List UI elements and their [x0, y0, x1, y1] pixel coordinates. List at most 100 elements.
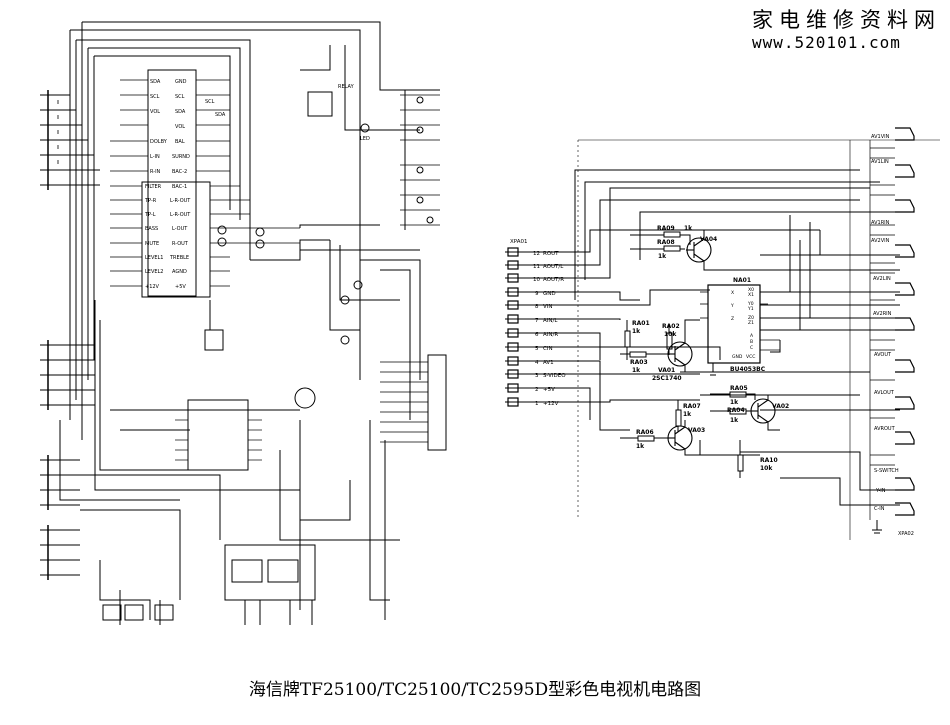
ic-left-pin-vol: VOL: [150, 109, 160, 115]
pin-label-4: AV1: [543, 360, 554, 366]
jack-s-switch: S-SWITCH: [874, 468, 899, 474]
jack-av1rin: AV1RIN: [871, 220, 890, 226]
ic-left-pin-bass: BASS: [145, 226, 158, 232]
resistor-ra02-val: 10k: [664, 331, 677, 338]
jack-av2rin: AV2RIN: [873, 311, 892, 317]
ic-right-pin-l-out: L-OUT: [172, 226, 188, 232]
pin-num-4: 4: [535, 360, 539, 366]
pin-label-9: GND: [543, 291, 556, 297]
ic-pin-gnd: GND: [732, 354, 743, 360]
resistor-ra09-ref: RA09: [657, 225, 675, 232]
jack-c-in: C-IN: [874, 506, 885, 512]
left-label-relay: RELAY: [338, 84, 355, 90]
ic-right-pin-agnd: AGND: [172, 269, 187, 275]
transistor-type-label: 2SC1740: [652, 375, 682, 382]
ic-pin-x1: X1: [748, 292, 754, 298]
ic-na01-ref: NA01: [733, 277, 751, 284]
resistor-ra06-ref: RA06: [636, 429, 654, 436]
left-label-sda: SDA: [215, 112, 226, 118]
pin-label-5: CIN: [543, 346, 553, 352]
watermark-url: www.520101.com: [752, 33, 901, 52]
resistor-ra07-ref: RA07: [683, 403, 701, 410]
ic-left-pin-l-in: L-IN: [150, 154, 160, 160]
pin-label-7: AIN/L: [543, 318, 558, 324]
resistor-ra03-val: 1k: [632, 367, 641, 374]
ic-right-pin-treble: TREBLE: [169, 255, 189, 261]
ic-right-pin-surnd: SURND: [172, 154, 190, 160]
pin-num-1: 1: [535, 401, 539, 407]
pin-num-9: 9: [535, 291, 539, 297]
resistor-ra01-ref: RA01: [632, 320, 650, 327]
resistor-ra02-ref: RA02: [662, 323, 680, 330]
ic-right-pin-5v: +5V: [175, 284, 186, 290]
right-schematic: [505, 127, 940, 540]
ic-left-pin-filter: FILTER: [145, 184, 162, 190]
ic-pin-z: Z: [731, 316, 734, 322]
ic-left-pin-12v: +12V: [145, 284, 160, 290]
ic-right-pin-bac2: BAC-2: [172, 169, 187, 175]
ic-left-pin-mute: MUTE: [145, 241, 159, 247]
left-label-led: LED: [360, 136, 370, 142]
resistor-ra10-val: 10k: [760, 465, 773, 472]
transistor-va02-label: VA02: [772, 403, 789, 410]
transistor-va04-label: VA04: [700, 236, 717, 243]
resistor-ra05-val: 1k: [730, 399, 739, 406]
watermark-title: 家电维修资料网: [752, 8, 941, 32]
pin-num-11: 11: [533, 264, 540, 270]
pin-label-6: AIN/R: [543, 332, 558, 338]
left-schematic: [40, 21, 447, 625]
ic-right-pin-scl: SCL: [175, 94, 185, 100]
ic-right-pin-bal: BAL: [175, 139, 185, 145]
pin-num-10: 10: [533, 277, 540, 283]
resistor-ra04-val: 1k: [730, 417, 739, 424]
jack-y-in: Y-IN: [875, 488, 886, 494]
pin-label-1: +12V: [543, 401, 559, 407]
ic-left-pin-dolby: DOLBY: [150, 139, 168, 145]
ic-pin-vcc: VCC: [746, 354, 755, 360]
pin-num-12: 12: [533, 251, 540, 257]
ic-right-pin-bac1: BAC-1: [172, 184, 187, 190]
resistor-ra03-ref: RA03: [630, 359, 648, 366]
resistor-ra07-val: 1k: [683, 411, 692, 418]
resistor-ra01-val: 1k: [632, 328, 641, 335]
resistor-ra06-val: 1k: [636, 443, 645, 450]
ic-pin-y0: Y0: [747, 301, 754, 307]
jack-avlout: AVLOUT: [874, 390, 895, 396]
ic-pin-b: B: [750, 339, 753, 345]
resistor-ra09-val: 1k: [684, 225, 693, 232]
ic-right-pin-lr-out-2: L-R-OUT: [170, 212, 191, 218]
pin-label-8: VIN: [543, 304, 553, 310]
connector-xpa01-label: XPA01: [510, 239, 528, 245]
jack-avrout: AVROUT: [874, 426, 896, 432]
pin-label-12: ROUT: [543, 251, 559, 257]
pin-label-2: +5V: [543, 387, 555, 393]
diagram-caption: 海信牌TF25100/TC25100/TC2595D型彩色电视机电路图: [248, 680, 702, 700]
ic-na01-part: BU4053BC: [730, 366, 766, 373]
pin-num-8: 8: [535, 304, 539, 310]
ic-pin-c: C: [750, 345, 753, 351]
jack-av1vin: AV1VIN: [871, 134, 890, 140]
ic-pin-x: X: [731, 290, 734, 296]
ic-right-pin-vol: VOL: [175, 124, 185, 130]
transistor-va03-label: VA03: [688, 427, 705, 434]
ic-right-pin-sda: SDA: [175, 109, 186, 115]
jack-av2lin: AV2LIN: [873, 276, 891, 282]
pin-label-11: AOUT/L: [543, 264, 564, 270]
pin-num-3: 3: [535, 373, 539, 379]
ic-left-pin-scl: SCL: [150, 94, 160, 100]
jack-av2vin: AV2VIN: [871, 238, 890, 244]
ic-pin-z0: Z0: [748, 315, 754, 321]
resistor-ra10-ref: RA10: [760, 457, 778, 464]
ic-pin-a: A: [750, 333, 754, 339]
jack-av1lin: AV1LIN: [871, 159, 889, 165]
resistor-ra05-ref: RA05: [730, 385, 748, 392]
ic-right-pin-r-out: R-OUT: [172, 241, 189, 247]
pin-num-2: 2: [535, 387, 539, 393]
ic-right-pin-lr-out-1: L-R-OUT: [170, 198, 191, 204]
ic-pin-z1: Z1: [748, 320, 754, 326]
resistor-ra08-ref: RA08: [657, 239, 675, 246]
ic-left-pin-tp-r: TP-R: [144, 198, 157, 204]
ic-left-pin-r-in: R-IN: [150, 169, 161, 175]
